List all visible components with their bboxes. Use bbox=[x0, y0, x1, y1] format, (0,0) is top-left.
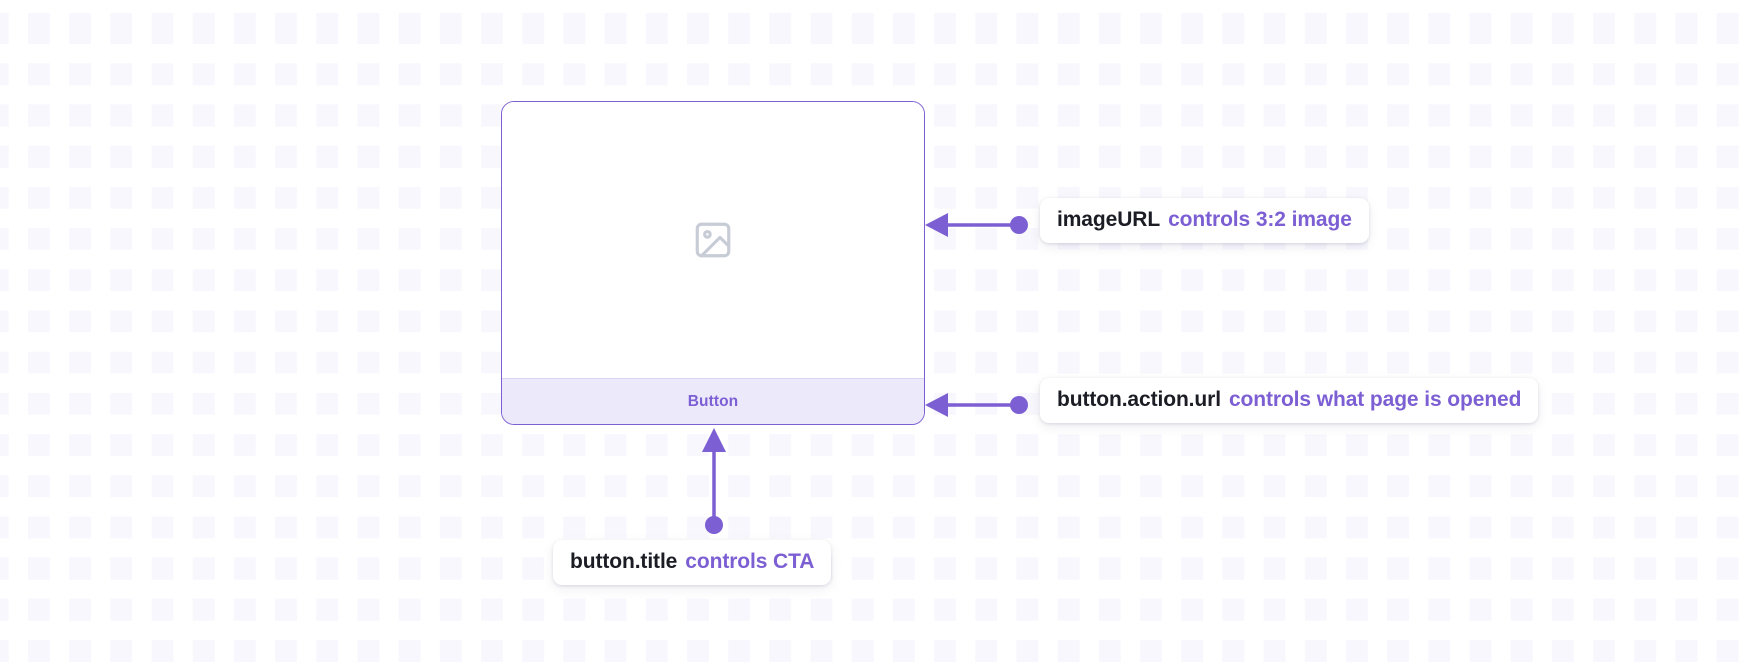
annotation-key: button.action.url bbox=[1057, 388, 1221, 411]
annotation-callout-image-url: imageURL controls 3:2 image bbox=[1040, 198, 1369, 243]
connector-button-title bbox=[702, 428, 726, 534]
connector-image-url bbox=[925, 213, 1028, 237]
annotation-description: controls what page is opened bbox=[1228, 388, 1522, 411]
card-button-label: Button bbox=[687, 392, 739, 410]
content-card-preview[interactable]: Button bbox=[501, 101, 925, 425]
annotation-description: controls CTA bbox=[685, 550, 815, 573]
annotation-key: imageURL bbox=[1057, 208, 1161, 231]
annotation-description: controls 3:2 image bbox=[1168, 208, 1352, 231]
annotation-callout-button-action-url: button.action.url controls what page is … bbox=[1040, 378, 1539, 423]
card-button-bar[interactable]: Button bbox=[502, 378, 924, 424]
connector-button-action-url bbox=[925, 393, 1028, 417]
annotation-callout-button-title: button.title controls CTA bbox=[553, 540, 832, 585]
image-placeholder-icon bbox=[692, 219, 734, 261]
card-image-area[interactable] bbox=[502, 102, 924, 378]
annotation-key: button.title bbox=[570, 550, 678, 573]
